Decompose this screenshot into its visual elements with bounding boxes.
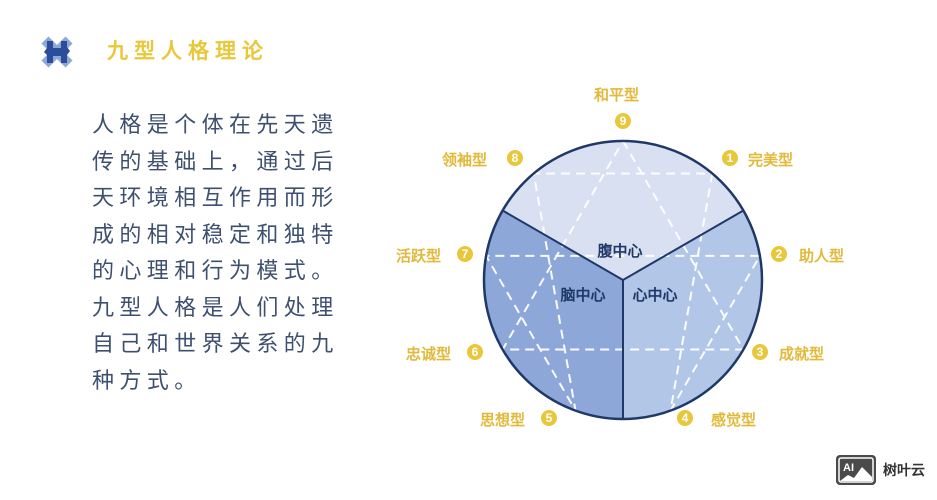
svg-text:AI: AI (843, 462, 854, 474)
type-label-5: 思想型 (480, 411, 526, 429)
type-number-5: 5 (546, 411, 553, 425)
type-number-3: 3 (757, 345, 764, 359)
type-label-1: 完美型 (748, 151, 794, 169)
type-label-3: 成就型 (779, 345, 825, 363)
watermark: AI 树叶云 (836, 455, 925, 485)
type-number-8: 8 (512, 151, 519, 165)
head-center-sector (483, 210, 623, 419)
type-number-6: 6 (472, 345, 479, 359)
text-line: 自己和世界关系的九 (92, 332, 339, 357)
watermark-text: 树叶云 (883, 463, 925, 479)
text-line: 种方式。 (92, 368, 202, 394)
text-line: 人格是个体在先天遗 (92, 113, 339, 138)
description-text: 人格是个体在先天遗 传的基础上，通过后 天环境相互作用而形 成的相对稳定和独特 … (92, 108, 367, 400)
page-title: 九型人格理论 (107, 39, 269, 63)
text-line: 传的基础上，通过后 (92, 149, 339, 175)
text-line: 九型人格是人们处理 (92, 295, 339, 321)
text-line: 天环境相互作用而形 (92, 186, 339, 211)
head-center-label: 脑中心 (560, 286, 605, 304)
type-label-8: 领袖型 (442, 151, 488, 169)
ai-logo-icon: AI (836, 455, 876, 485)
type-label-2: 助人型 (799, 247, 845, 265)
type-number-1: 1 (727, 151, 734, 165)
type-number-7: 7 (462, 247, 469, 261)
gut-center-label: 腹中心 (597, 242, 642, 260)
type-label-9: 和平型 (594, 86, 640, 104)
heart-center-label: 心中心 (632, 286, 677, 304)
type-number-4: 4 (682, 411, 689, 425)
type-number-9: 9 (620, 114, 627, 128)
type-label-6: 忠诚型 (406, 345, 452, 363)
text-line: 成的相对稳定和独特 (92, 222, 339, 248)
type-label-7: 活跃型 (396, 247, 442, 265)
type-number-2: 2 (776, 247, 783, 261)
text-line: 的心理和行为模式。 (92, 259, 339, 284)
puzzle-cross-icon (41, 36, 73, 68)
type-label-4: 感觉型 (711, 411, 757, 429)
heart-center-sector (623, 210, 763, 419)
